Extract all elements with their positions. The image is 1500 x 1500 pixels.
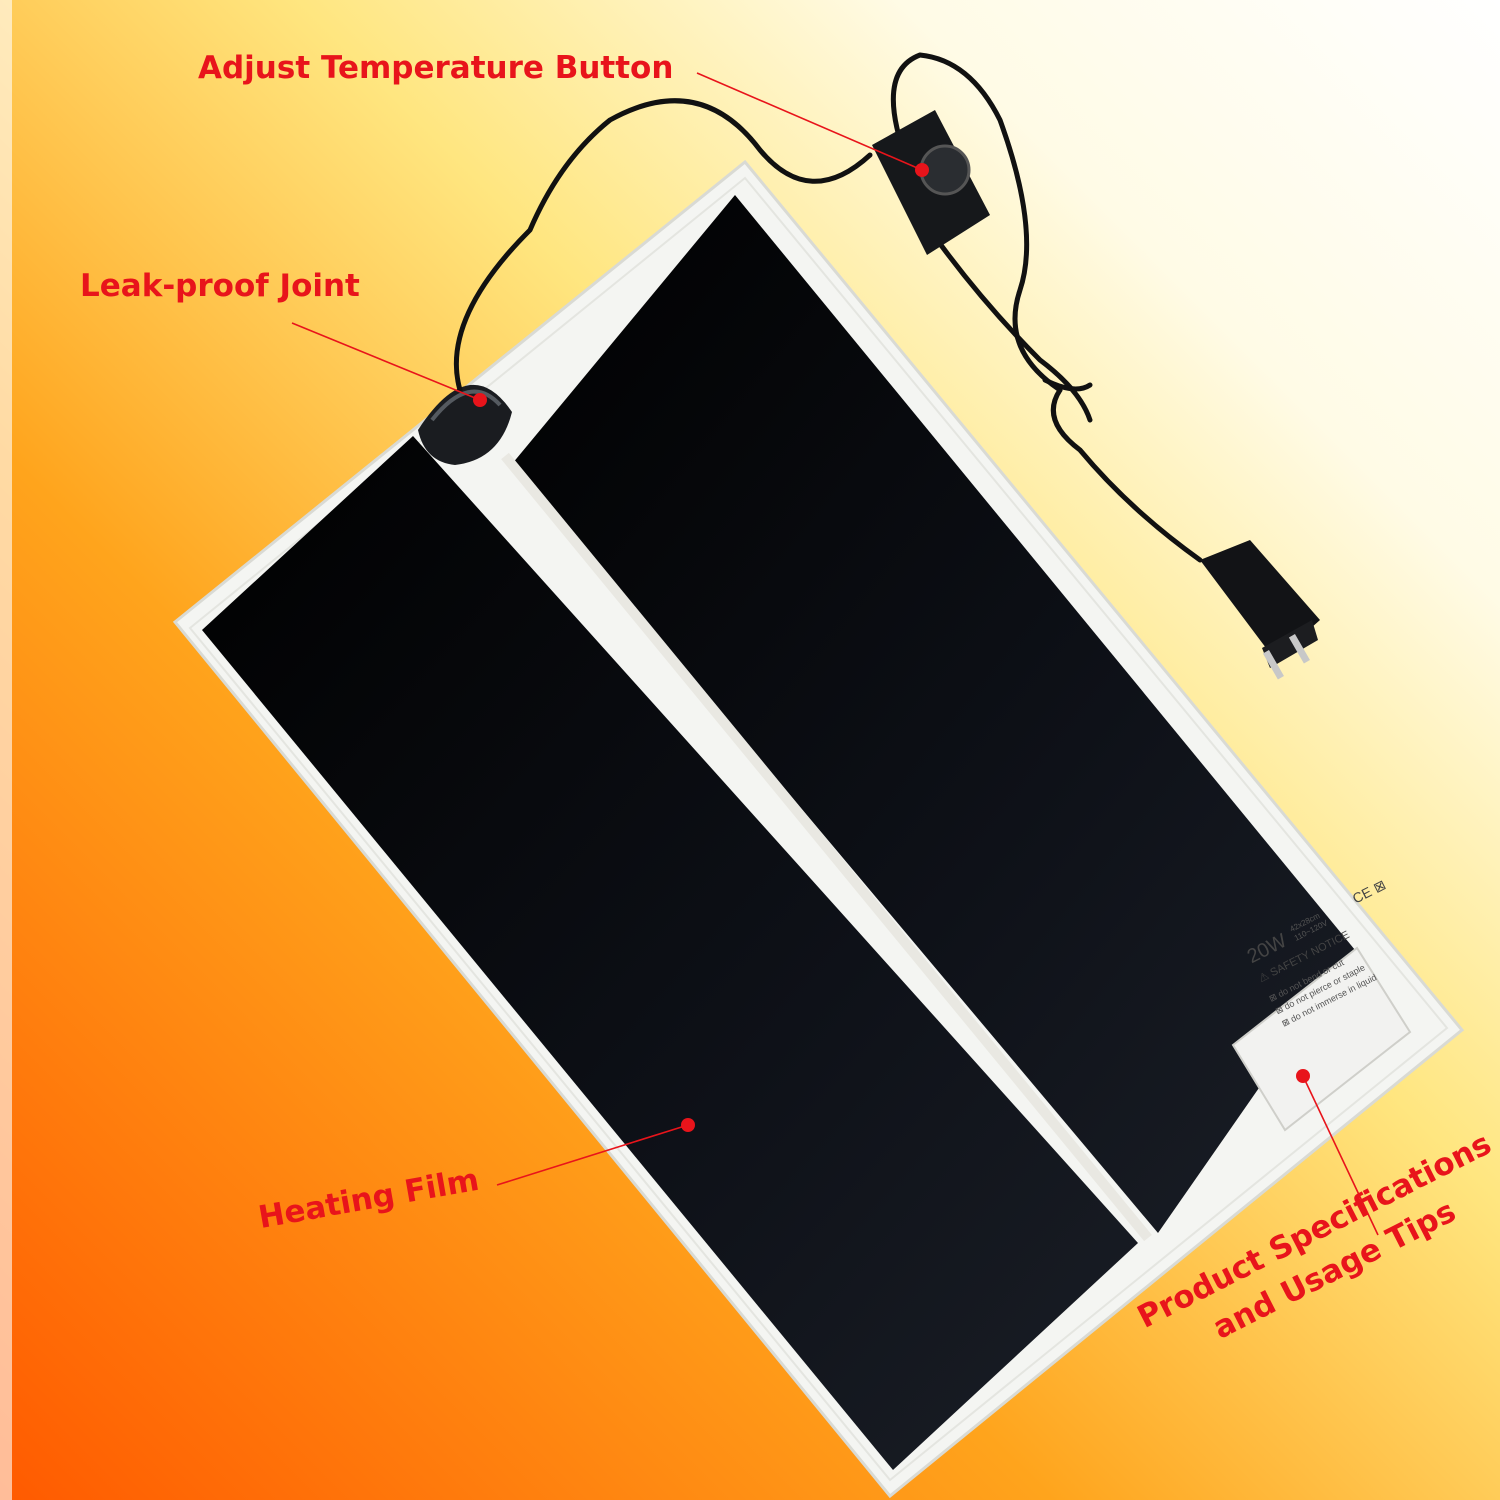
leader-adjust <box>696 72 923 171</box>
callout-adjust-temperature: Adjust Temperature Button <box>198 50 674 86</box>
leader-leak <box>291 322 481 401</box>
dot-leak <box>473 393 487 407</box>
cable-loop-a <box>890 52 1063 393</box>
plug-face <box>1262 620 1318 668</box>
cable-to-joint <box>453 98 873 393</box>
power-plug <box>1200 540 1320 680</box>
leak-proof-joint <box>418 384 512 465</box>
heat-mat <box>172 159 1465 1499</box>
leader-heating <box>496 1124 689 1186</box>
joint-highlight <box>430 389 502 422</box>
heating-film-right <box>512 195 1355 1233</box>
callout-lines <box>291 72 1379 1236</box>
dot-heating <box>681 1118 695 1132</box>
left-edge-shadow <box>0 0 12 1500</box>
plug-prong-2 <box>1288 634 1310 664</box>
cable-loop-b <box>927 227 1093 423</box>
film-gap-strip <box>501 452 1152 1242</box>
dot-adjust <box>915 163 929 177</box>
cable-twist <box>1042 377 1093 392</box>
callout-leak-proof-joint: Leak-proof Joint <box>80 268 360 304</box>
leader-specs <box>1302 1075 1379 1236</box>
sticker-background <box>1231 946 1412 1132</box>
plug-body <box>1200 540 1320 660</box>
dot-specs <box>1296 1069 1310 1083</box>
power-cable <box>453 52 1203 563</box>
joint-dome <box>418 384 512 465</box>
cable-to-plug <box>1050 387 1203 563</box>
heating-film-left <box>202 436 1138 1470</box>
mat-frame-inner-edge <box>188 176 1449 1482</box>
plug-prong-1 <box>1262 650 1284 680</box>
